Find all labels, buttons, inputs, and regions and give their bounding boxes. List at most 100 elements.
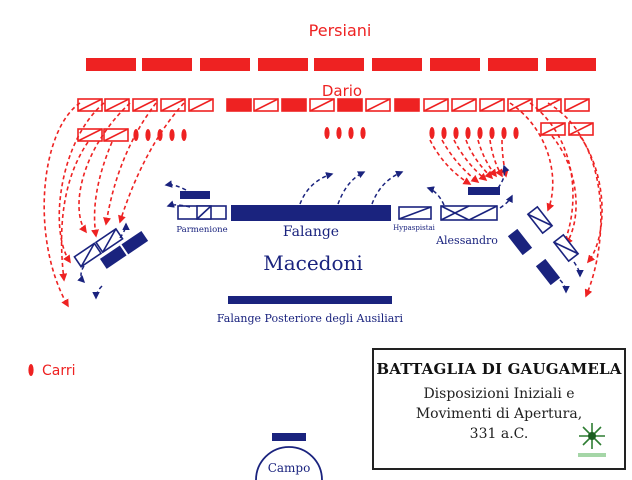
persian-cavalry-unit [309, 98, 335, 112]
chariot-icon [489, 127, 495, 139]
persian-cavalry-unit [365, 98, 391, 112]
macedonian-arrow [573, 261, 584, 278]
darius-label: Dario [322, 82, 362, 100]
chariot-icon [513, 127, 519, 139]
persian-cavalry-unit [568, 122, 594, 136]
persian-arrow [429, 139, 472, 185]
persian-arrow [91, 141, 113, 238]
hypaspists-label: Hypaspistai [393, 224, 436, 232]
camp-label: Campo [268, 461, 311, 475]
chariots-legend-label: Carri [42, 363, 76, 379]
parmenion-cavalry [177, 205, 227, 220]
macedonians-label: Macedoni [263, 251, 363, 275]
persian-cavalry-unit [188, 98, 214, 112]
persian-front-line [86, 58, 596, 71]
chariot-icon [453, 127, 459, 139]
main-phalanx [231, 205, 391, 221]
macedonian-arrow [77, 265, 86, 284]
persian-infantry-unit [394, 98, 420, 112]
persian-cavalry-unit [507, 98, 533, 112]
persian-unit [546, 58, 596, 71]
persian-cavalry-unit [253, 98, 279, 112]
persian-arrow [489, 139, 503, 178]
persians-label: Persiani [309, 21, 372, 40]
persian-unit [142, 58, 192, 71]
hypaspists-unit [398, 206, 432, 220]
camp-guard [272, 433, 306, 441]
parmenion-label: Parmenione [176, 225, 227, 235]
compass-star-icon [578, 423, 606, 457]
persian-unit [200, 58, 250, 71]
persian-arrow [78, 102, 131, 234]
persian-cavalry-unit [451, 98, 477, 112]
persian-arrow [441, 139, 480, 183]
persian-infantry-unit [281, 98, 307, 112]
persian-arrow [453, 139, 488, 182]
persian-cavalry-unit [564, 98, 590, 112]
chariot-icon [28, 364, 34, 376]
chariot-icon [181, 129, 187, 141]
phalanx-label: Falange [283, 224, 339, 240]
persian-unit [314, 58, 364, 71]
persian-unit [488, 58, 538, 71]
persian-cavalry-unit [160, 98, 186, 112]
macedonian-arrow [559, 279, 570, 294]
persian-third-line [77, 122, 594, 142]
chariot-icon [441, 127, 447, 139]
legend-line-3: 331 a.C. [469, 426, 529, 442]
macedonian-arrow [164, 180, 187, 191]
macedonian-unit [468, 187, 500, 195]
chariot-icon [336, 127, 342, 139]
persian-arrow [551, 135, 577, 246]
persian-movements [43, 102, 603, 308]
persian-unit [430, 58, 480, 71]
chariot-icon [348, 127, 354, 139]
macedonian-arrow [426, 186, 445, 206]
persian-cavalry-unit [132, 98, 158, 112]
chariot-icon [360, 127, 366, 139]
legend-title: BATTAGLIA DI GAUGAMELA [376, 360, 622, 378]
right-flank-units [507, 205, 580, 286]
persian-cavalry-unit [536, 98, 562, 112]
macedonian-unit [180, 191, 210, 199]
chariot-icon [501, 127, 507, 139]
persian-cavalry-unit [423, 98, 449, 112]
persian-cavalry-unit [479, 98, 505, 112]
chariot-icon [324, 127, 330, 139]
chariot-icon [429, 127, 435, 139]
persian-arrow [500, 139, 509, 178]
legend-line-1: Disposizioni Iniziali e [423, 386, 575, 402]
persian-arrow [58, 102, 105, 264]
persian-unit [86, 58, 136, 71]
chariot-icon [465, 127, 471, 139]
chariot-icon [145, 129, 151, 141]
legend-line-2: Movimenti di Apertura, [415, 406, 583, 422]
legend-box: BATTAGLIA DI GAUGAMELA Disposizioni Iniz… [372, 348, 626, 470]
macedonian-army [73, 187, 580, 480]
macedonian-arrow [499, 194, 513, 209]
darius-guard-unit [337, 98, 363, 112]
persian-arrow [477, 139, 497, 178]
chariot-icon [477, 127, 483, 139]
rear-phalanx-label: Falange Posteriore degli Ausiliari [217, 312, 404, 325]
persian-cavalry-unit [103, 128, 129, 142]
macedonian-arrow [166, 200, 191, 208]
persian-cavalry-unit [77, 128, 103, 142]
chariots [133, 127, 519, 141]
persian-cavalry-unit [104, 98, 130, 112]
persian-cavalry-unit [540, 122, 566, 136]
persian-arrow [103, 102, 157, 226]
persian-arrow [118, 102, 185, 224]
persian-arrow [509, 102, 555, 212]
macedonian-arrow [92, 285, 103, 300]
macedonian-arrow [299, 172, 334, 205]
persian-unit [258, 58, 308, 71]
companion-cavalry [440, 205, 498, 221]
left-flank-units [73, 227, 149, 269]
macedonian-arrow [119, 222, 130, 239]
alexander-label: Alessandro [435, 234, 498, 247]
camp-shape [255, 446, 323, 480]
macedonian-arrow [497, 164, 510, 189]
macedonian-arrow [337, 171, 366, 205]
